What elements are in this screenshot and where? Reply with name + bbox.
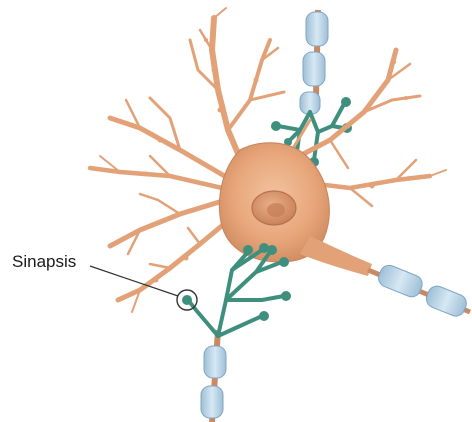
synapse-label: Sinapsis — [12, 252, 76, 272]
neuron-axon — [368, 263, 470, 319]
upper-axon — [300, 10, 328, 114]
lower-axon — [201, 330, 226, 422]
nucleus — [252, 191, 296, 225]
lower-axon-terminals — [188, 250, 284, 336]
